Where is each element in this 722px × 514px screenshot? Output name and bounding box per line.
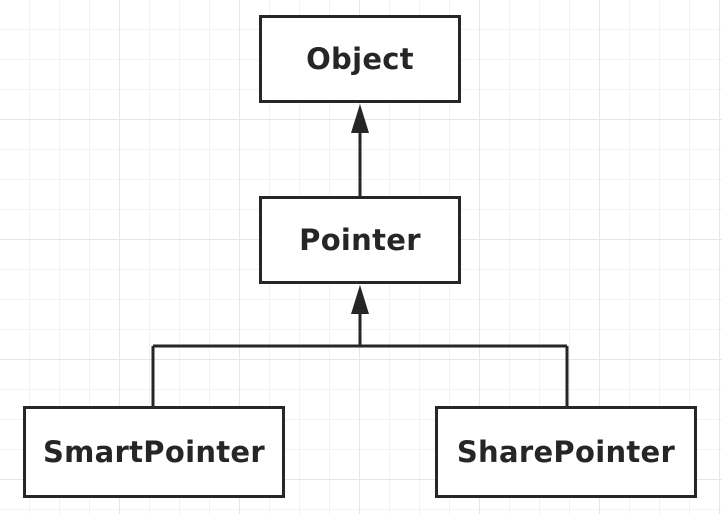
node-sharepointer[interactable]: SharePointer xyxy=(435,406,697,498)
node-pointer-label: Pointer xyxy=(299,223,421,257)
arrowhead-object xyxy=(351,104,369,133)
arrowhead-pointer xyxy=(351,285,369,314)
node-object-label: Object xyxy=(306,42,414,76)
node-smartpointer-label: SmartPointer xyxy=(42,435,266,469)
node-smartpointer[interactable]: SmartPointer xyxy=(23,406,285,498)
node-sharepointer-label: SharePointer xyxy=(456,435,676,469)
node-pointer[interactable]: Pointer xyxy=(259,196,461,284)
node-object[interactable]: Object xyxy=(259,15,461,103)
